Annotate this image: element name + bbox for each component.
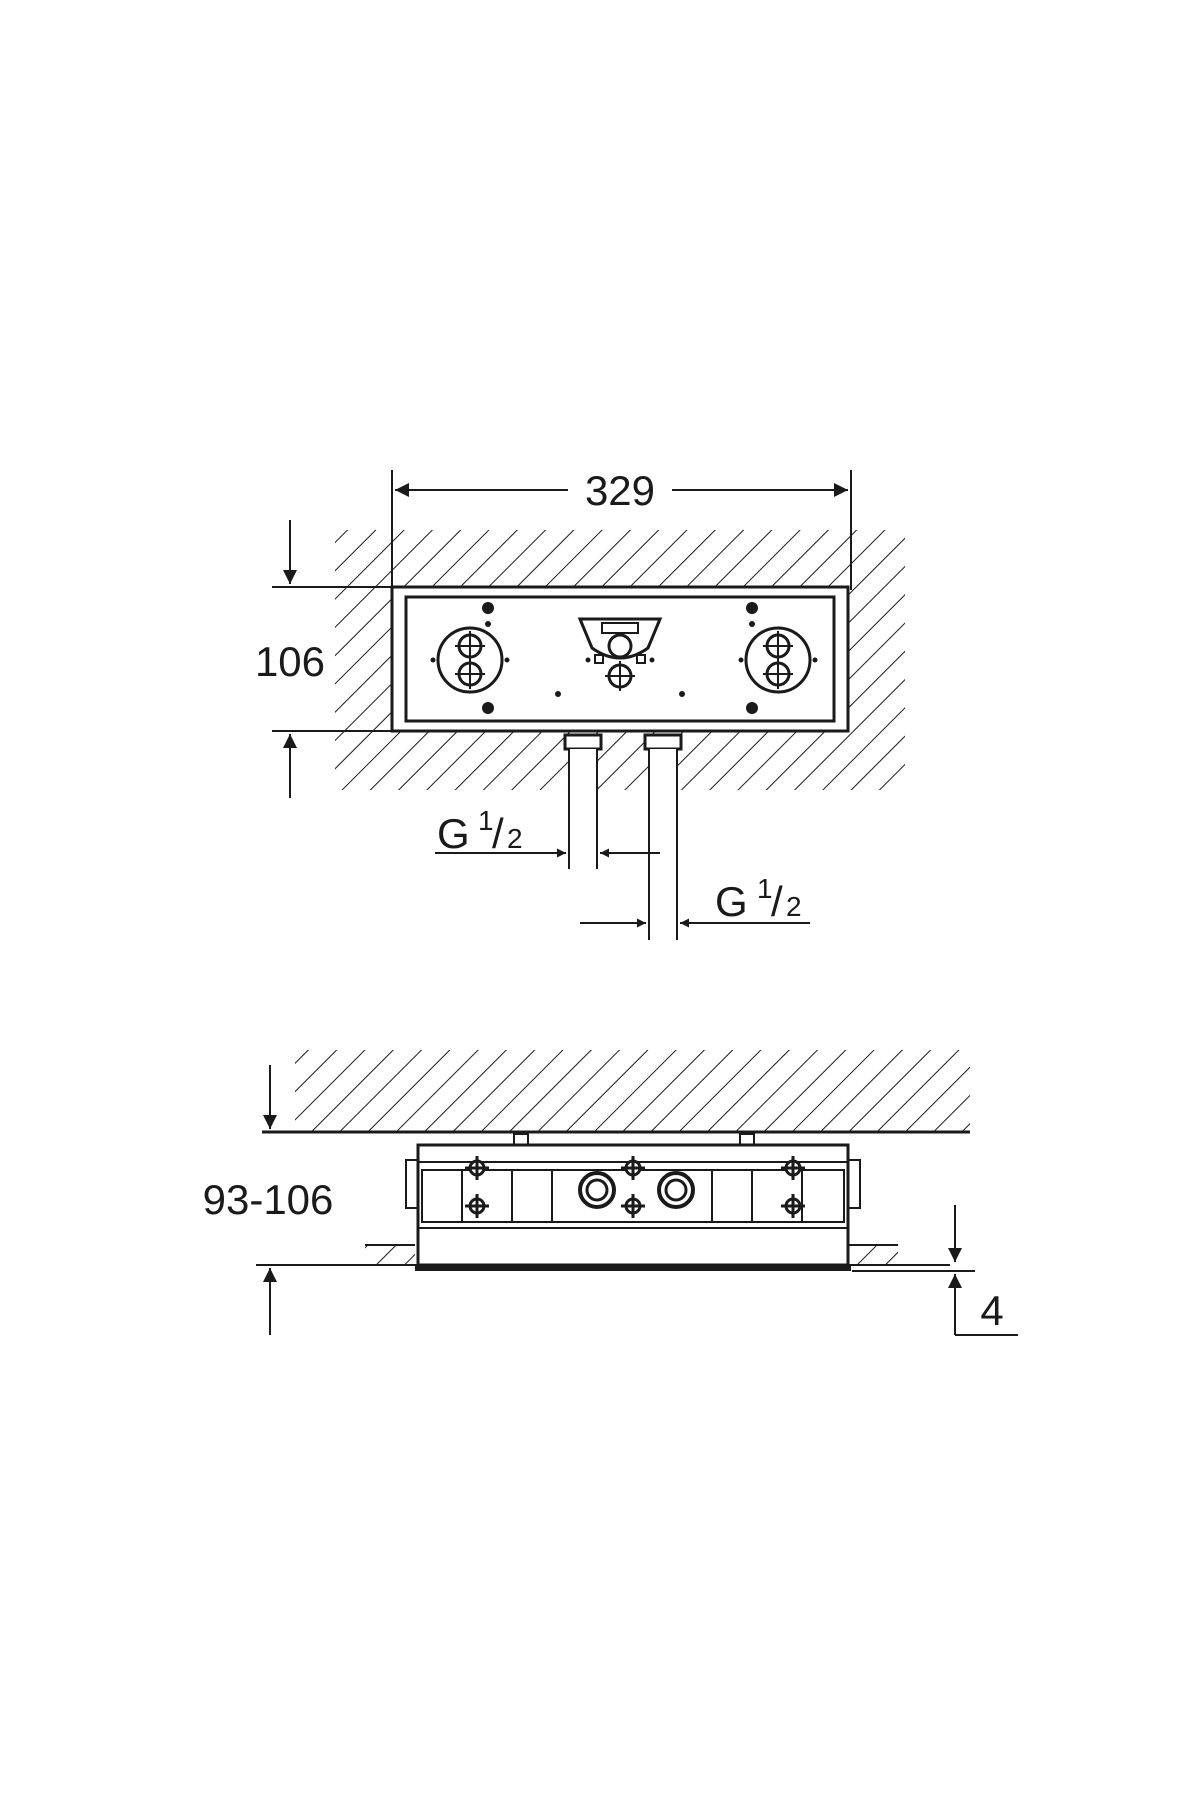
thread-label-left: G 1 / 2: [437, 805, 523, 857]
height-dimension: 106: [255, 520, 392, 798]
floor-tile-hatching: [365, 1244, 898, 1265]
side-wall-hatching: [262, 1050, 970, 1134]
offset-dimension: 4: [852, 1205, 1018, 1336]
depth-dim-label: 93-106: [203, 1176, 334, 1223]
center-mixer-outlet: [577, 617, 663, 691]
mounting-box-side: [405, 1133, 861, 1271]
left-valve-outlet: [430, 626, 510, 694]
width-dim-label: 329: [585, 467, 655, 514]
width-dimension: 329: [391, 467, 852, 590]
mounting-box-front: [390, 585, 850, 733]
thread-dimension-left: G 1 / 2: [435, 805, 660, 858]
top-view: 329 106: [255, 467, 905, 940]
cross-fittings: [465, 1156, 805, 1218]
height-dim-label: 106: [255, 638, 325, 685]
right-valve-outlet: [738, 626, 818, 694]
offset-dim-label: 4: [980, 1287, 1003, 1334]
thread-label-right: G 1 / 2: [715, 873, 802, 925]
thread-dimension-right: G 1 / 2: [580, 873, 810, 928]
supply-pipes: [563, 733, 683, 940]
side-view: 93-106: [203, 1050, 1018, 1336]
round-outlets: [578, 1171, 695, 1209]
